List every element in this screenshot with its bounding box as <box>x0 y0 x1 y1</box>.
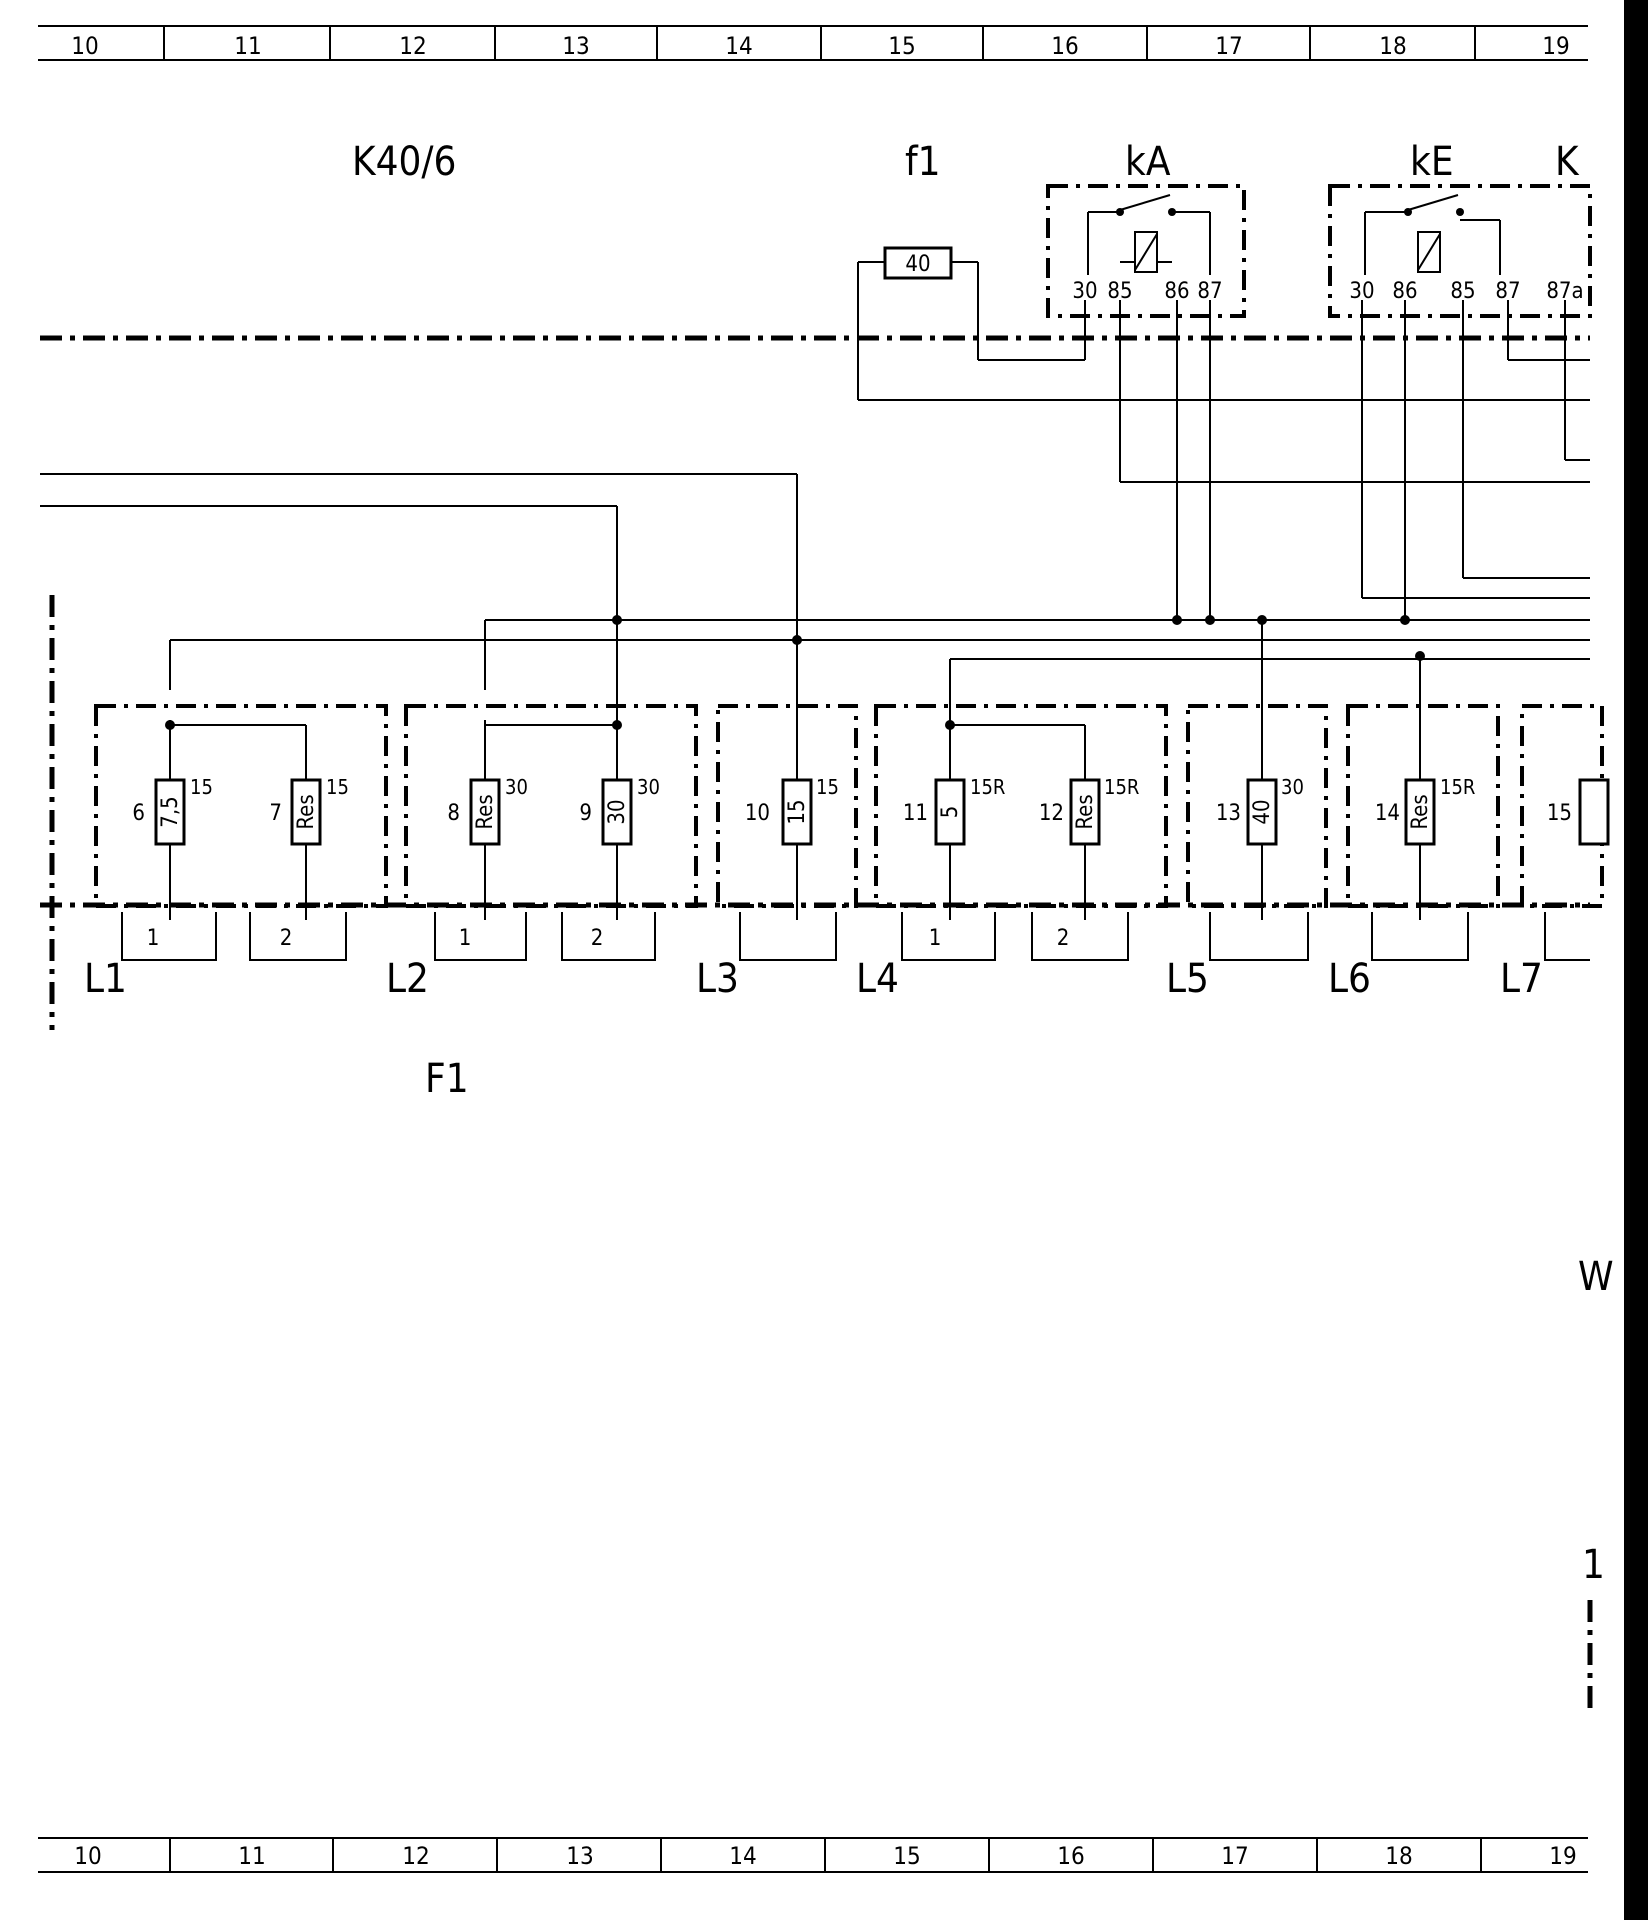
block-label-l5: L5 <box>1166 956 1209 1002</box>
top-ruler-label: 11 <box>234 32 261 60</box>
svg-text:87: 87 <box>1495 279 1520 304</box>
svg-text:7,5: 7,5 <box>158 796 183 827</box>
svg-text:15R: 15R <box>1104 775 1139 799</box>
svg-text:15R: 15R <box>970 775 1005 799</box>
svg-text:12: 12 <box>1039 801 1064 826</box>
svg-text:30: 30 <box>1281 775 1304 799</box>
svg-text:5: 5 <box>938 806 963 819</box>
svg-text:14: 14 <box>1375 801 1400 826</box>
top-ruler-label: 14 <box>725 32 752 60</box>
block-label-l2: L2 <box>386 956 429 1002</box>
svg-text:15R: 15R <box>1440 775 1475 799</box>
relay-ke: 30 86 85 87 87a <box>1328 184 1592 318</box>
relay-ke-label: kE <box>1410 139 1454 185</box>
bottom-ruler-label: 16 <box>1057 1842 1084 1870</box>
k40-6-label: K40/6 <box>352 139 456 185</box>
svg-text:9: 9 <box>579 801 592 826</box>
block-label-l7: L7 <box>1500 956 1543 1002</box>
svg-text:85: 85 <box>1107 279 1132 304</box>
svg-text:87a: 87a <box>1546 279 1583 304</box>
fuse-block-l2: 8 Res 30 9 30 30 1 2 L2 <box>386 690 698 1002</box>
bottom-ruler-label: 12 <box>402 1842 429 1870</box>
relay-ka-label: kA <box>1125 139 1171 185</box>
bottom-ruler-label: 10 <box>74 1842 101 1870</box>
svg-text:Res: Res <box>294 794 319 829</box>
bottom-ruler-label: 19 <box>1549 1842 1576 1870</box>
top-ruler-label: 17 <box>1215 32 1242 60</box>
svg-text:2: 2 <box>591 926 604 951</box>
svg-text:15: 15 <box>785 799 810 824</box>
svg-text:30: 30 <box>1072 279 1097 304</box>
block-label-l6: L6 <box>1328 956 1371 1002</box>
fuse-block-l3: 10 15 15 L3 <box>696 690 858 1002</box>
svg-text:7: 7 <box>269 801 282 826</box>
svg-text:6: 6 <box>132 801 145 826</box>
top-ruler-label: 15 <box>888 32 915 60</box>
svg-text:86: 86 <box>1392 279 1417 304</box>
bottom-ruler-label: 14 <box>729 1842 756 1870</box>
svg-text:11: 11 <box>903 801 928 826</box>
edge-fragment-w: W <box>1578 1254 1614 1300</box>
top-ruler-label: 18 <box>1379 32 1406 60</box>
fuse-f1: 40 <box>857 246 1590 401</box>
svg-text:30: 30 <box>505 775 528 799</box>
fuse-block-l4: 11 5 15R 12 Res 15R 1 2 L4 <box>856 690 1168 1002</box>
block-label-l1: L1 <box>84 956 127 1002</box>
svg-text:13: 13 <box>1216 801 1241 826</box>
block-label-l4: L4 <box>856 956 899 1002</box>
svg-text:2: 2 <box>1057 926 1070 951</box>
bottom-ruler-label: 15 <box>893 1842 920 1870</box>
svg-text:15: 15 <box>326 775 349 799</box>
top-ruler-label: 19 <box>1542 32 1569 60</box>
fuse-block-l7: 15 L7 <box>1500 704 1610 1002</box>
svg-text:30: 30 <box>1349 279 1374 304</box>
top-ruler-label: 10 <box>71 32 98 60</box>
svg-text:2: 2 <box>280 926 293 951</box>
relay-k-cut-label: K <box>1555 139 1580 185</box>
svg-text:Res: Res <box>1408 794 1433 829</box>
bottom-ruler-label: 18 <box>1385 1842 1412 1870</box>
bottom-ruler-label: 13 <box>566 1842 593 1870</box>
bottom-ruler-label: 17 <box>1221 1842 1248 1870</box>
fuse-block-l1: 6 7,5 15 7 Res 15 1 2 L1 <box>84 704 388 1002</box>
top-ruler-label: 12 <box>399 32 426 60</box>
svg-text:40: 40 <box>905 252 930 277</box>
svg-text:86: 86 <box>1164 279 1189 304</box>
svg-text:1: 1 <box>147 926 160 951</box>
svg-text:40: 40 <box>1250 799 1275 824</box>
svg-text:85: 85 <box>1450 279 1475 304</box>
svg-text:30: 30 <box>605 799 630 824</box>
top-ruler-label: 16 <box>1051 32 1078 60</box>
bottom-ruler-label: 11 <box>238 1842 265 1870</box>
svg-text:15: 15 <box>1547 801 1572 826</box>
relay-wiring <box>1119 300 1590 620</box>
edge-fragment-1: 1 <box>1582 1542 1605 1588</box>
f1-fuse-label: f1 <box>905 139 941 185</box>
top-ruler: 10 11 12 13 14 15 16 17 18 19 <box>38 25 1588 61</box>
fuse-block-l6: 14 Res 15R L6 <box>1328 690 1500 1002</box>
relay-ka: 30 85 86 87 <box>1046 184 1246 318</box>
svg-text:1: 1 <box>459 926 472 951</box>
svg-text:30: 30 <box>637 775 660 799</box>
block-label-l3: L3 <box>696 956 739 1002</box>
page-right-border <box>1624 0 1648 1920</box>
feed-lines <box>40 473 1590 690</box>
svg-text:Res: Res <box>473 794 498 829</box>
bottom-ruler: 10 11 12 13 14 15 16 17 18 19 <box>38 1837 1588 1873</box>
fuse-block-l5: 13 40 30 L5 <box>1166 690 1328 1002</box>
svg-text:15: 15 <box>816 775 839 799</box>
top-ruler-label: 13 <box>562 32 589 60</box>
f1-fuse-box-label: F1 <box>425 1056 469 1102</box>
svg-text:Res: Res <box>1073 794 1098 829</box>
svg-text:15: 15 <box>190 775 213 799</box>
svg-text:1: 1 <box>929 926 942 951</box>
svg-text:10: 10 <box>745 801 770 826</box>
svg-text:8: 8 <box>447 801 460 826</box>
svg-text:87: 87 <box>1197 279 1222 304</box>
